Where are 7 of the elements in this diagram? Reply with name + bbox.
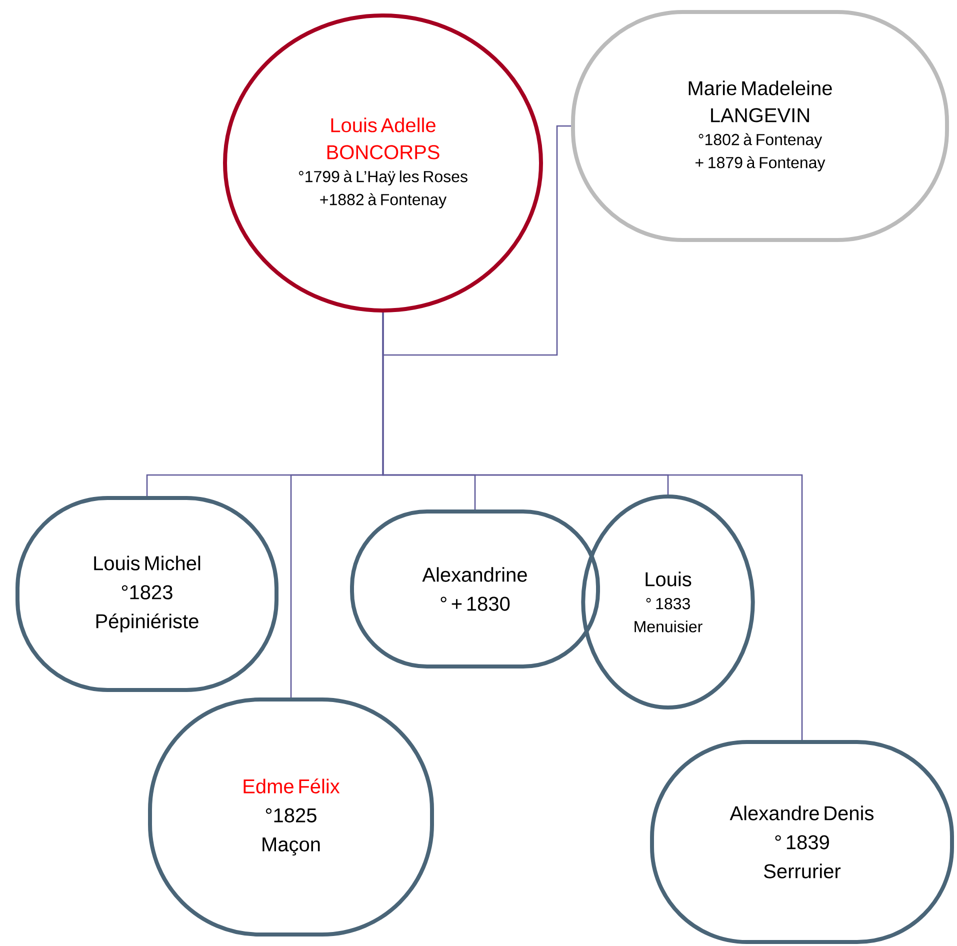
person-box: Marie Madeleine LANGEVIN °1802 à Fontenay + 1879 à Fontenay bbox=[571, 10, 949, 242]
person-box: Alexandre Denis ° 1839 Serrurier bbox=[650, 740, 954, 944]
person-box: Alexandrine ° + 1830 bbox=[350, 510, 600, 668]
connector-line bbox=[382, 125, 571, 356]
person-box: Edme Félix °1825 Maçon bbox=[148, 698, 434, 936]
connector-line bbox=[382, 312, 803, 740]
person-box: Louis Michel °1823 Pépiniériste bbox=[16, 496, 278, 692]
